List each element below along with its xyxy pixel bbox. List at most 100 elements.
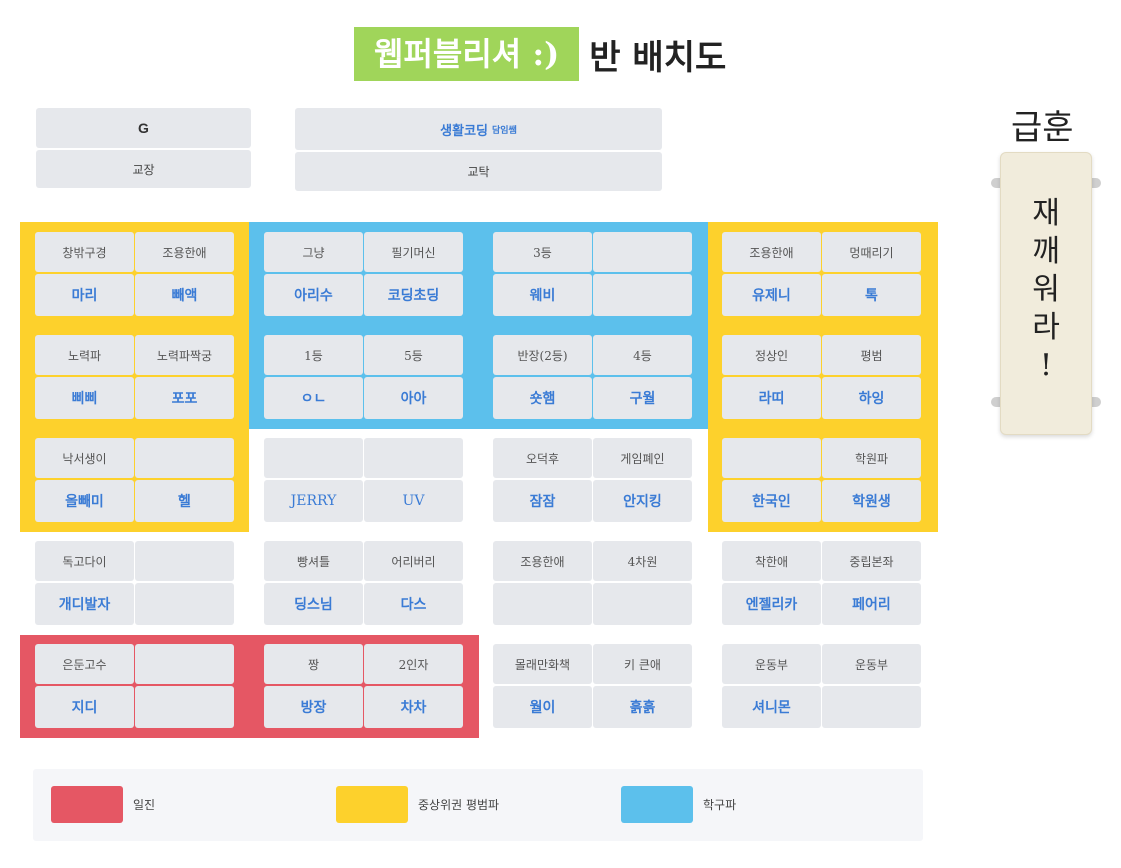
seat-student-name: 개디발자: [35, 583, 134, 625]
seat-student-name: 셔니몬: [722, 686, 821, 728]
seat-student-name: 빼액: [135, 274, 234, 316]
seat-role: 필기머신: [364, 232, 463, 272]
seat-student-name: [822, 686, 921, 728]
legend-swatch-blue: [621, 786, 693, 823]
seat-role: 4차원: [593, 541, 692, 581]
seat-student-name: 코딩초딩: [364, 274, 463, 316]
seat-role: 1등: [264, 335, 363, 375]
seat-student-name: 한국인: [722, 480, 821, 522]
seat-student-name: [593, 274, 692, 316]
seat-role: 3등: [493, 232, 592, 272]
title-highlight: 웹퍼블리셔 :): [354, 27, 580, 81]
seat-student-name: JERRY: [264, 480, 363, 522]
seat-role: 노력파: [35, 335, 134, 375]
seat-role: 운동부: [822, 644, 921, 684]
seat-student-name: 차차: [364, 686, 463, 728]
seat-role: 독고다이: [35, 541, 134, 581]
seat-student-name: 마리: [35, 274, 134, 316]
seat-role: 멍때리기: [822, 232, 921, 272]
seat-role: 조용한애: [722, 232, 821, 272]
seat-role: 낙서생이: [35, 438, 134, 478]
seat-student-name: 구월: [593, 377, 692, 419]
seat-student-name: 흙흙: [593, 686, 692, 728]
seat-role: 그냥: [264, 232, 363, 272]
seat-student-name: [593, 583, 692, 625]
seat-role: [135, 438, 234, 478]
seat-student-name: 삐삐: [35, 377, 134, 419]
seat-student-name: [135, 686, 234, 728]
seat-role: [593, 232, 692, 272]
seat-student-name: 안지킹: [593, 480, 692, 522]
legend-swatch-red: [51, 786, 123, 823]
page-title: 웹퍼블리셔 :) 반 배치도: [354, 27, 726, 81]
seat-student-name: [135, 583, 234, 625]
seat-role: 조용한애: [493, 541, 592, 581]
seat-student-name: 다스: [364, 583, 463, 625]
seat-student-name: 하잉: [822, 377, 921, 419]
seat-role: 운동부: [722, 644, 821, 684]
seat-student-name: 아아: [364, 377, 463, 419]
legend-label: 일진: [133, 798, 156, 812]
principal-role-box: 교장: [36, 150, 251, 188]
seat-role: 어리버리: [364, 541, 463, 581]
seat-student-name: 라띠: [722, 377, 821, 419]
seat-role: 5등: [364, 335, 463, 375]
teacher-desk-box: 교탁: [295, 152, 662, 191]
legend-item-average: 중상위권 평범파: [336, 786, 499, 823]
seat-role: [722, 438, 821, 478]
principal-name-box: G: [36, 108, 251, 148]
seat-student-name: 방장: [264, 686, 363, 728]
seat-role: [135, 541, 234, 581]
seat-role: 빵셔틀: [264, 541, 363, 581]
seat-role: 학원파: [822, 438, 921, 478]
legend-label: 학구파: [703, 798, 737, 812]
teacher-name: 생활코딩: [440, 122, 488, 138]
seat-student-name: 올빼미: [35, 480, 134, 522]
seat-student-name: 톡: [822, 274, 921, 316]
seat-role: 2인자: [364, 644, 463, 684]
legend-item-bullies: 일진: [51, 786, 155, 823]
seat-role: [135, 644, 234, 684]
seat-student-name: 딩스님: [264, 583, 363, 625]
legend: 일진 중상위권 평범파 학구파: [33, 769, 923, 841]
teacher-name-box: 생활코딩 담임쌤: [295, 108, 662, 150]
seat-role: 몰래만화책: [493, 644, 592, 684]
seat-role: 오덕후: [493, 438, 592, 478]
seat-student-name: 포포: [135, 377, 234, 419]
legend-label: 중상위권 평범파: [418, 798, 500, 812]
legend-item-studious: 학구파: [621, 786, 736, 823]
seat-student-name: ㅇㄴ: [264, 377, 363, 419]
seat-student-name: UV: [364, 480, 463, 522]
seat-role: 정상인: [722, 335, 821, 375]
seat-student-name: 월이: [493, 686, 592, 728]
seat-student-name: 학원생: [822, 480, 921, 522]
seat-role: 평범: [822, 335, 921, 375]
seat-student-name: 유제니: [722, 274, 821, 316]
seat-student-name: 페어리: [822, 583, 921, 625]
class-motto-title: 급훈: [1011, 108, 1074, 148]
teacher-suffix: 담임쌤: [492, 124, 517, 135]
seat-role: 짱: [264, 644, 363, 684]
seat-role: 은둔고수: [35, 644, 134, 684]
legend-swatch-yellow: [336, 786, 408, 823]
seat-role: 착한애: [722, 541, 821, 581]
motto-text: 재 깨 워 라 !: [1032, 196, 1060, 383]
seat-role: 창밖구경: [35, 232, 134, 272]
seat-role: 반장(2등): [493, 335, 592, 375]
motto-scroll: 재 깨 워 라 !: [1000, 152, 1092, 435]
seat-student-name: 지디: [35, 686, 134, 728]
seat-role: 노력파짝궁: [135, 335, 234, 375]
seat-role: 게임폐인: [593, 438, 692, 478]
seat-role: 중립본좌: [822, 541, 921, 581]
title-rest: 반 배치도: [589, 37, 727, 78]
seat-role: [264, 438, 363, 478]
seat-role: 조용한애: [135, 232, 234, 272]
seat-student-name: 엔젤리카: [722, 583, 821, 625]
seat-role: 키 큰애: [593, 644, 692, 684]
seat-student-name: 숏햄: [493, 377, 592, 419]
seat-role: 4등: [593, 335, 692, 375]
seat-student-name: 잠잠: [493, 480, 592, 522]
seat-student-name: 웨비: [493, 274, 592, 316]
seat-student-name: 헬: [135, 480, 234, 522]
seat-role: [364, 438, 463, 478]
